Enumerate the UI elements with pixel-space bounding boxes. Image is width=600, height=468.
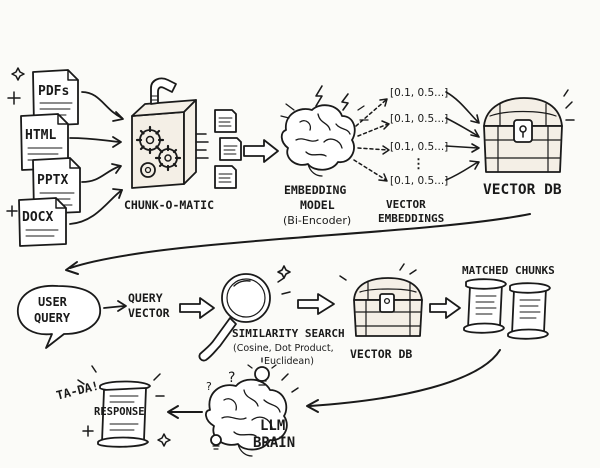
gear-icon — [135, 125, 165, 155]
query-vector-line1: QUERY — [128, 291, 163, 305]
gear-icon — [140, 162, 156, 178]
similarity-search-line2: (Cosine, Dot Product, — [233, 343, 334, 354]
query-vector-line2: VECTOR — [128, 306, 170, 320]
lightbulb-icon — [247, 357, 277, 386]
arrow-search-to-db — [297, 293, 335, 315]
question-icon: ? — [228, 370, 235, 386]
chunk-documents — [214, 109, 242, 189]
arrow-db-to-chunks — [429, 297, 461, 319]
lightning-icon — [341, 93, 349, 111]
arrow-chunks-to-embedding — [243, 139, 279, 163]
scroll-icon — [507, 282, 551, 340]
lightbulb-icon — [210, 434, 222, 450]
vector-item: [0.1, 0.5...] — [390, 87, 448, 99]
vector-ellipsis: ⋮ — [412, 157, 425, 172]
arrow-llm-to-response — [167, 405, 203, 419]
vector-db-chest-icon — [483, 89, 575, 173]
lightning-icon — [315, 85, 323, 107]
vector-db-bottom-label: VECTOR DB — [350, 347, 412, 361]
response-scroll-icon — [77, 365, 171, 448]
embedding-brain-icon — [280, 85, 369, 177]
vector-db-top-label: VECTOR DB — [483, 182, 562, 198]
vectors-to-db-arrows — [445, 91, 480, 181]
llm-brain-icon: ? ? — [205, 357, 299, 457]
document-docx: DOCX — [18, 197, 67, 247]
vector-item: [0.1, 0.5...] — [390, 113, 448, 125]
chunker-machine: CHUNK-O-MATIC — [124, 77, 214, 212]
chunker-label: CHUNK-O-MATIC — [124, 198, 214, 212]
sparkle-icon — [7, 91, 21, 105]
doc-label-docx: DOCX — [22, 210, 53, 225]
chunks-to-llm-connector — [306, 349, 501, 413]
vector-item: [0.1, 0.5...] — [390, 141, 448, 153]
llm-label-line2: BRAIN — [253, 435, 295, 451]
question-icon: ? — [206, 380, 212, 393]
similarity-search-line1: SIMILARITY SEARCH — [232, 327, 345, 340]
tada-label: TA-DA! — [55, 379, 100, 403]
arrow-query-to-vector — [103, 305, 125, 309]
embedding-label-line1: EMBEDDING — [284, 183, 346, 197]
magnifying-glass-icon — [198, 265, 291, 362]
scroll-icon — [463, 278, 507, 334]
arrow-vector-to-search — [179, 297, 215, 319]
sparkle-icon — [82, 425, 94, 437]
vector-embeddings-list: [0.1, 0.5...] [0.1, 0.5...] [0.1, 0.5...… — [378, 87, 448, 225]
sparkle-icon — [11, 67, 25, 81]
embedding-label-line3: (Bi-Encoder) — [283, 214, 351, 227]
vector-embeddings-label-line1: VECTOR — [386, 198, 426, 211]
user-query-line1: USER — [38, 295, 68, 309]
gear-icon — [154, 144, 182, 172]
user-query-line2: QUERY — [34, 311, 71, 325]
docs-to-chunker-arrows — [69, 91, 124, 225]
brain-to-vectors-arrows — [353, 98, 390, 182]
llm-label-line1: LLM — [260, 418, 285, 434]
doc-label-html: HTML — [25, 128, 56, 143]
response-label: RESPONSE — [94, 406, 145, 418]
doc-label-pdf: PDFs — [38, 84, 69, 99]
similarity-search-line3: Euclidean) — [264, 356, 314, 367]
db-to-query-connector — [65, 213, 531, 275]
document-html: HTML — [20, 113, 69, 171]
user-query-bubble: USER QUERY — [17, 285, 101, 349]
vector-embeddings-label-line2: EMBEDDINGS — [378, 212, 444, 225]
embedding-label-line2: MODEL — [300, 198, 335, 212]
document-pdf: PDFs — [32, 69, 79, 127]
doc-label-pptx: PPTX — [37, 173, 68, 188]
sparkle-icon — [277, 265, 291, 279]
matched-chunks-label: MATCHED CHUNKS — [462, 264, 555, 277]
sparkle-icon — [6, 205, 18, 217]
sparkle-icon — [157, 433, 171, 447]
vector-item: [0.1, 0.5...] — [390, 175, 448, 187]
vector-db-bottom-chest-icon — [339, 263, 423, 337]
